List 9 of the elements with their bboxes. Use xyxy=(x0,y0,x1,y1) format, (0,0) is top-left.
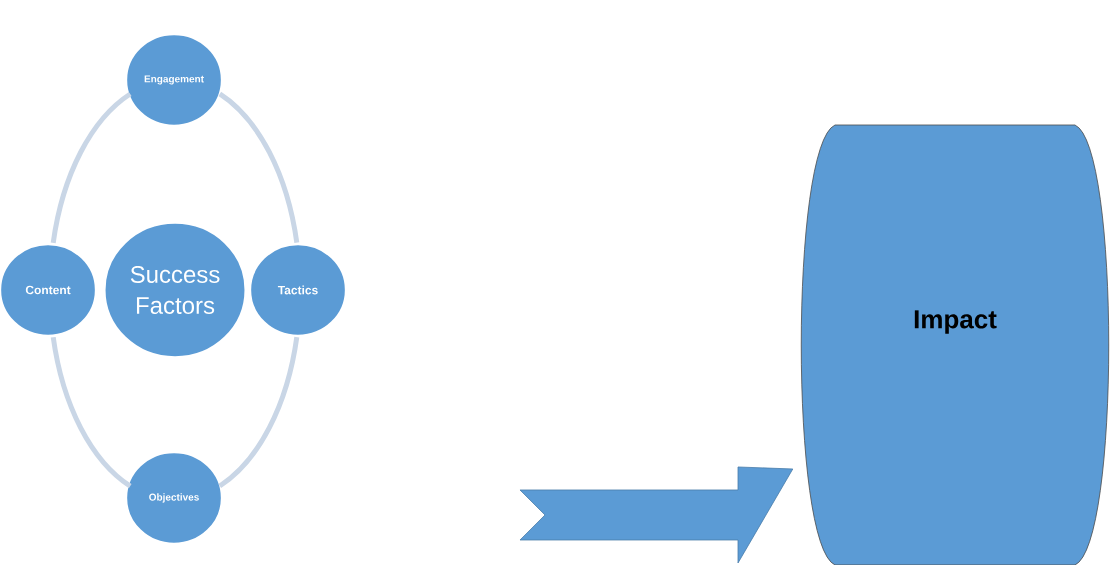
ring-arc xyxy=(218,336,300,489)
ring-arc xyxy=(218,91,300,244)
circle-node: Engagement xyxy=(124,32,224,128)
block-arrow xyxy=(519,466,794,564)
circle-node: Tactics xyxy=(248,242,348,338)
ring-arc xyxy=(50,91,132,244)
barrel-node: Impact xyxy=(800,124,1110,565)
ring-arc xyxy=(50,336,132,489)
circle-node: Objectives xyxy=(124,450,224,546)
